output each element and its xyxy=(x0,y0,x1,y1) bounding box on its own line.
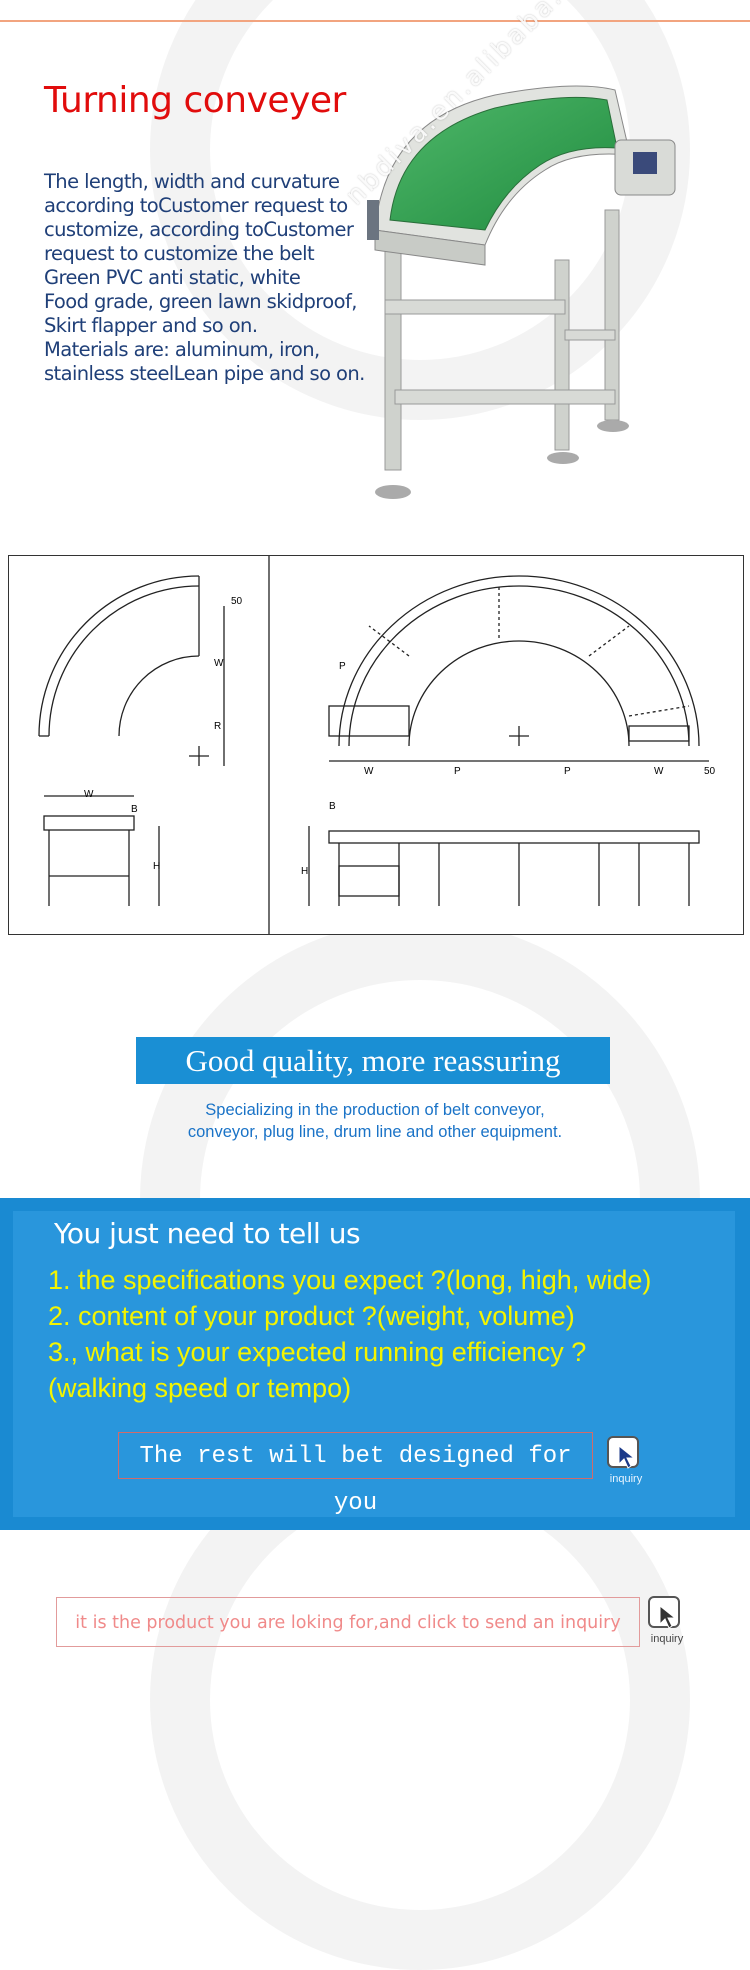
dim-label-w: W xyxy=(654,766,664,777)
inquiry-label: inquiry xyxy=(609,1473,643,1485)
cursor-arrow-icon xyxy=(618,1444,636,1469)
dim-label-w: W xyxy=(84,789,94,800)
inquiry-cursor-icon xyxy=(607,1436,639,1468)
top-divider xyxy=(0,20,750,22)
description-line: request to customize the belt xyxy=(44,242,315,265)
send-inquiry-link[interactable]: it is the product you are loking for,and… xyxy=(56,1597,640,1647)
inquiry-label: inquiry xyxy=(650,1633,684,1645)
requirement-item: 2. content of your product ?(weight, vol… xyxy=(48,1301,575,1331)
description-line: customize, according toCustomer xyxy=(44,218,354,241)
cursor-arrow-icon xyxy=(659,1604,677,1629)
inquiry-button[interactable]: inquiry xyxy=(603,1436,649,1490)
description-line: Skirt flapper and so on. xyxy=(44,314,258,337)
dim-label-h: H xyxy=(153,861,161,872)
requirement-item: (walking speed or tempo) xyxy=(48,1373,352,1403)
dim-label-p: P xyxy=(564,766,571,777)
dim-label-p: P xyxy=(454,766,461,777)
requirement-item: 3., what is your expected running effici… xyxy=(48,1337,587,1367)
product-description: The length, width and curvature accordin… xyxy=(44,170,365,386)
description-line: Food grade, green lawn skidproof, xyxy=(44,290,357,313)
description-line: according toCustomer request to xyxy=(44,194,348,217)
description-line: Green PVC anti static, white xyxy=(44,266,301,289)
dim-label-b: B xyxy=(329,801,336,812)
drawing-lines xyxy=(38,556,709,934)
dim-label-r: R xyxy=(214,721,222,732)
product-title: Turning conveyer xyxy=(44,80,346,121)
quality-subtitle: Specializing in the production of belt c… xyxy=(120,1099,630,1143)
dim-label-50: 50 xyxy=(704,766,716,777)
dim-label-p: P xyxy=(339,661,346,672)
dim-label-50: 50 xyxy=(231,596,243,607)
description-line: The length, width and curvature xyxy=(44,170,340,193)
requirements-title: You just need to tell us xyxy=(54,1217,361,1250)
quality-subtitle-line: Specializing in the production of belt c… xyxy=(205,1101,545,1119)
inquiry-button[interactable]: inquiry xyxy=(644,1596,690,1650)
dim-label-h: H xyxy=(301,866,309,877)
rest-designed-button[interactable]: The rest will bet designed for you xyxy=(118,1432,593,1517)
quality-banner: Good quality, more reassuring xyxy=(136,1037,610,1084)
requirement-item: 1. the specifications you expect ?(long,… xyxy=(48,1265,652,1295)
description-line: stainless steelLean pipe and so on. xyxy=(44,362,365,385)
dim-label-w: W xyxy=(364,766,374,777)
dim-label-w: W xyxy=(214,658,224,669)
technical-drawing: 50 W R W B H P W P P W 50 B H xyxy=(8,555,744,935)
requirements-list: 1. the specifications you expect ?(long,… xyxy=(48,1262,738,1406)
dim-label-b: B xyxy=(131,804,138,815)
conveyor-photo xyxy=(367,85,676,499)
quality-subtitle-line: conveyor, plug line, drum line and other… xyxy=(187,1123,563,1141)
description-line: Materials are: aluminum, iron, xyxy=(44,338,320,361)
